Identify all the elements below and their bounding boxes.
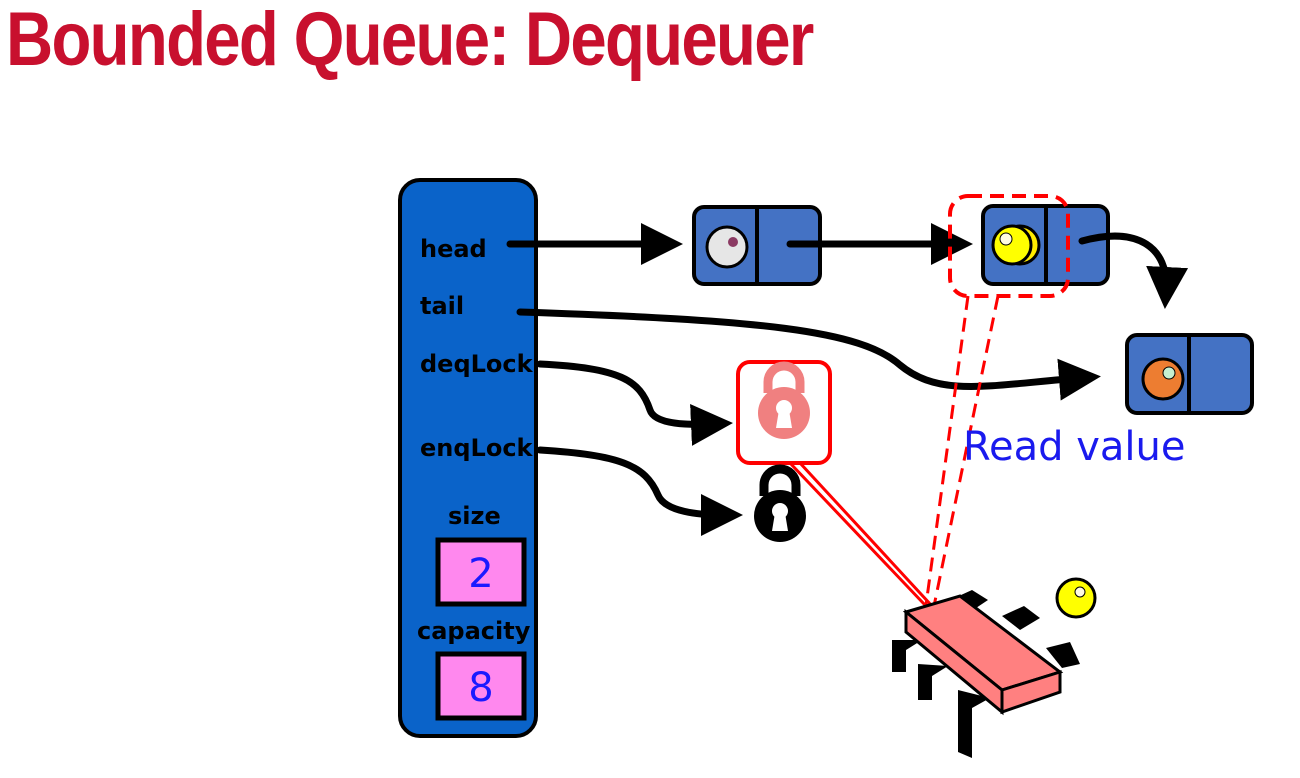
deqlock-pointer (536, 360, 733, 446)
processor-icon (892, 590, 1080, 758)
yellow-token-icon (991, 224, 1033, 266)
slide-title: Bounded Queue: Dequeuer (6, 0, 814, 82)
empty-token-icon (705, 225, 749, 269)
size-value: 2 (468, 551, 493, 597)
queue-object: head tail deqLock enqLock size 2 capacit… (398, 178, 538, 738)
dequeued-token-icon (1055, 577, 1097, 619)
capacity-field-label: capacity (417, 617, 531, 645)
tail-pointer (516, 308, 1101, 401)
enqlock-pointer (536, 446, 743, 536)
deqlock-field-label: deqLock (420, 350, 534, 378)
orange-token-icon (1141, 357, 1185, 401)
node-tail (1125, 333, 1254, 415)
node-sentinel (692, 205, 822, 286)
node-value (981, 204, 1110, 286)
size-field-label: size (448, 502, 501, 530)
node2-next-pointer (1078, 232, 1189, 309)
read-node-highlight (948, 194, 1070, 298)
size-value-box (435, 537, 527, 607)
lock-sight-lines (788, 461, 934, 608)
pointer-arrows (506, 223, 1189, 536)
enqlock-field-label: enqLock (420, 434, 534, 462)
tail-field-label: tail (420, 292, 464, 320)
head-field-label: head (420, 235, 487, 263)
enq-lock-icon (754, 464, 806, 542)
capacity-value: 8 (468, 665, 493, 711)
read-sight-lines (924, 295, 1000, 607)
deq-lock-icon (758, 361, 810, 439)
read-value-annotation: Read value (963, 424, 1185, 470)
capacity-value-box (435, 651, 527, 721)
